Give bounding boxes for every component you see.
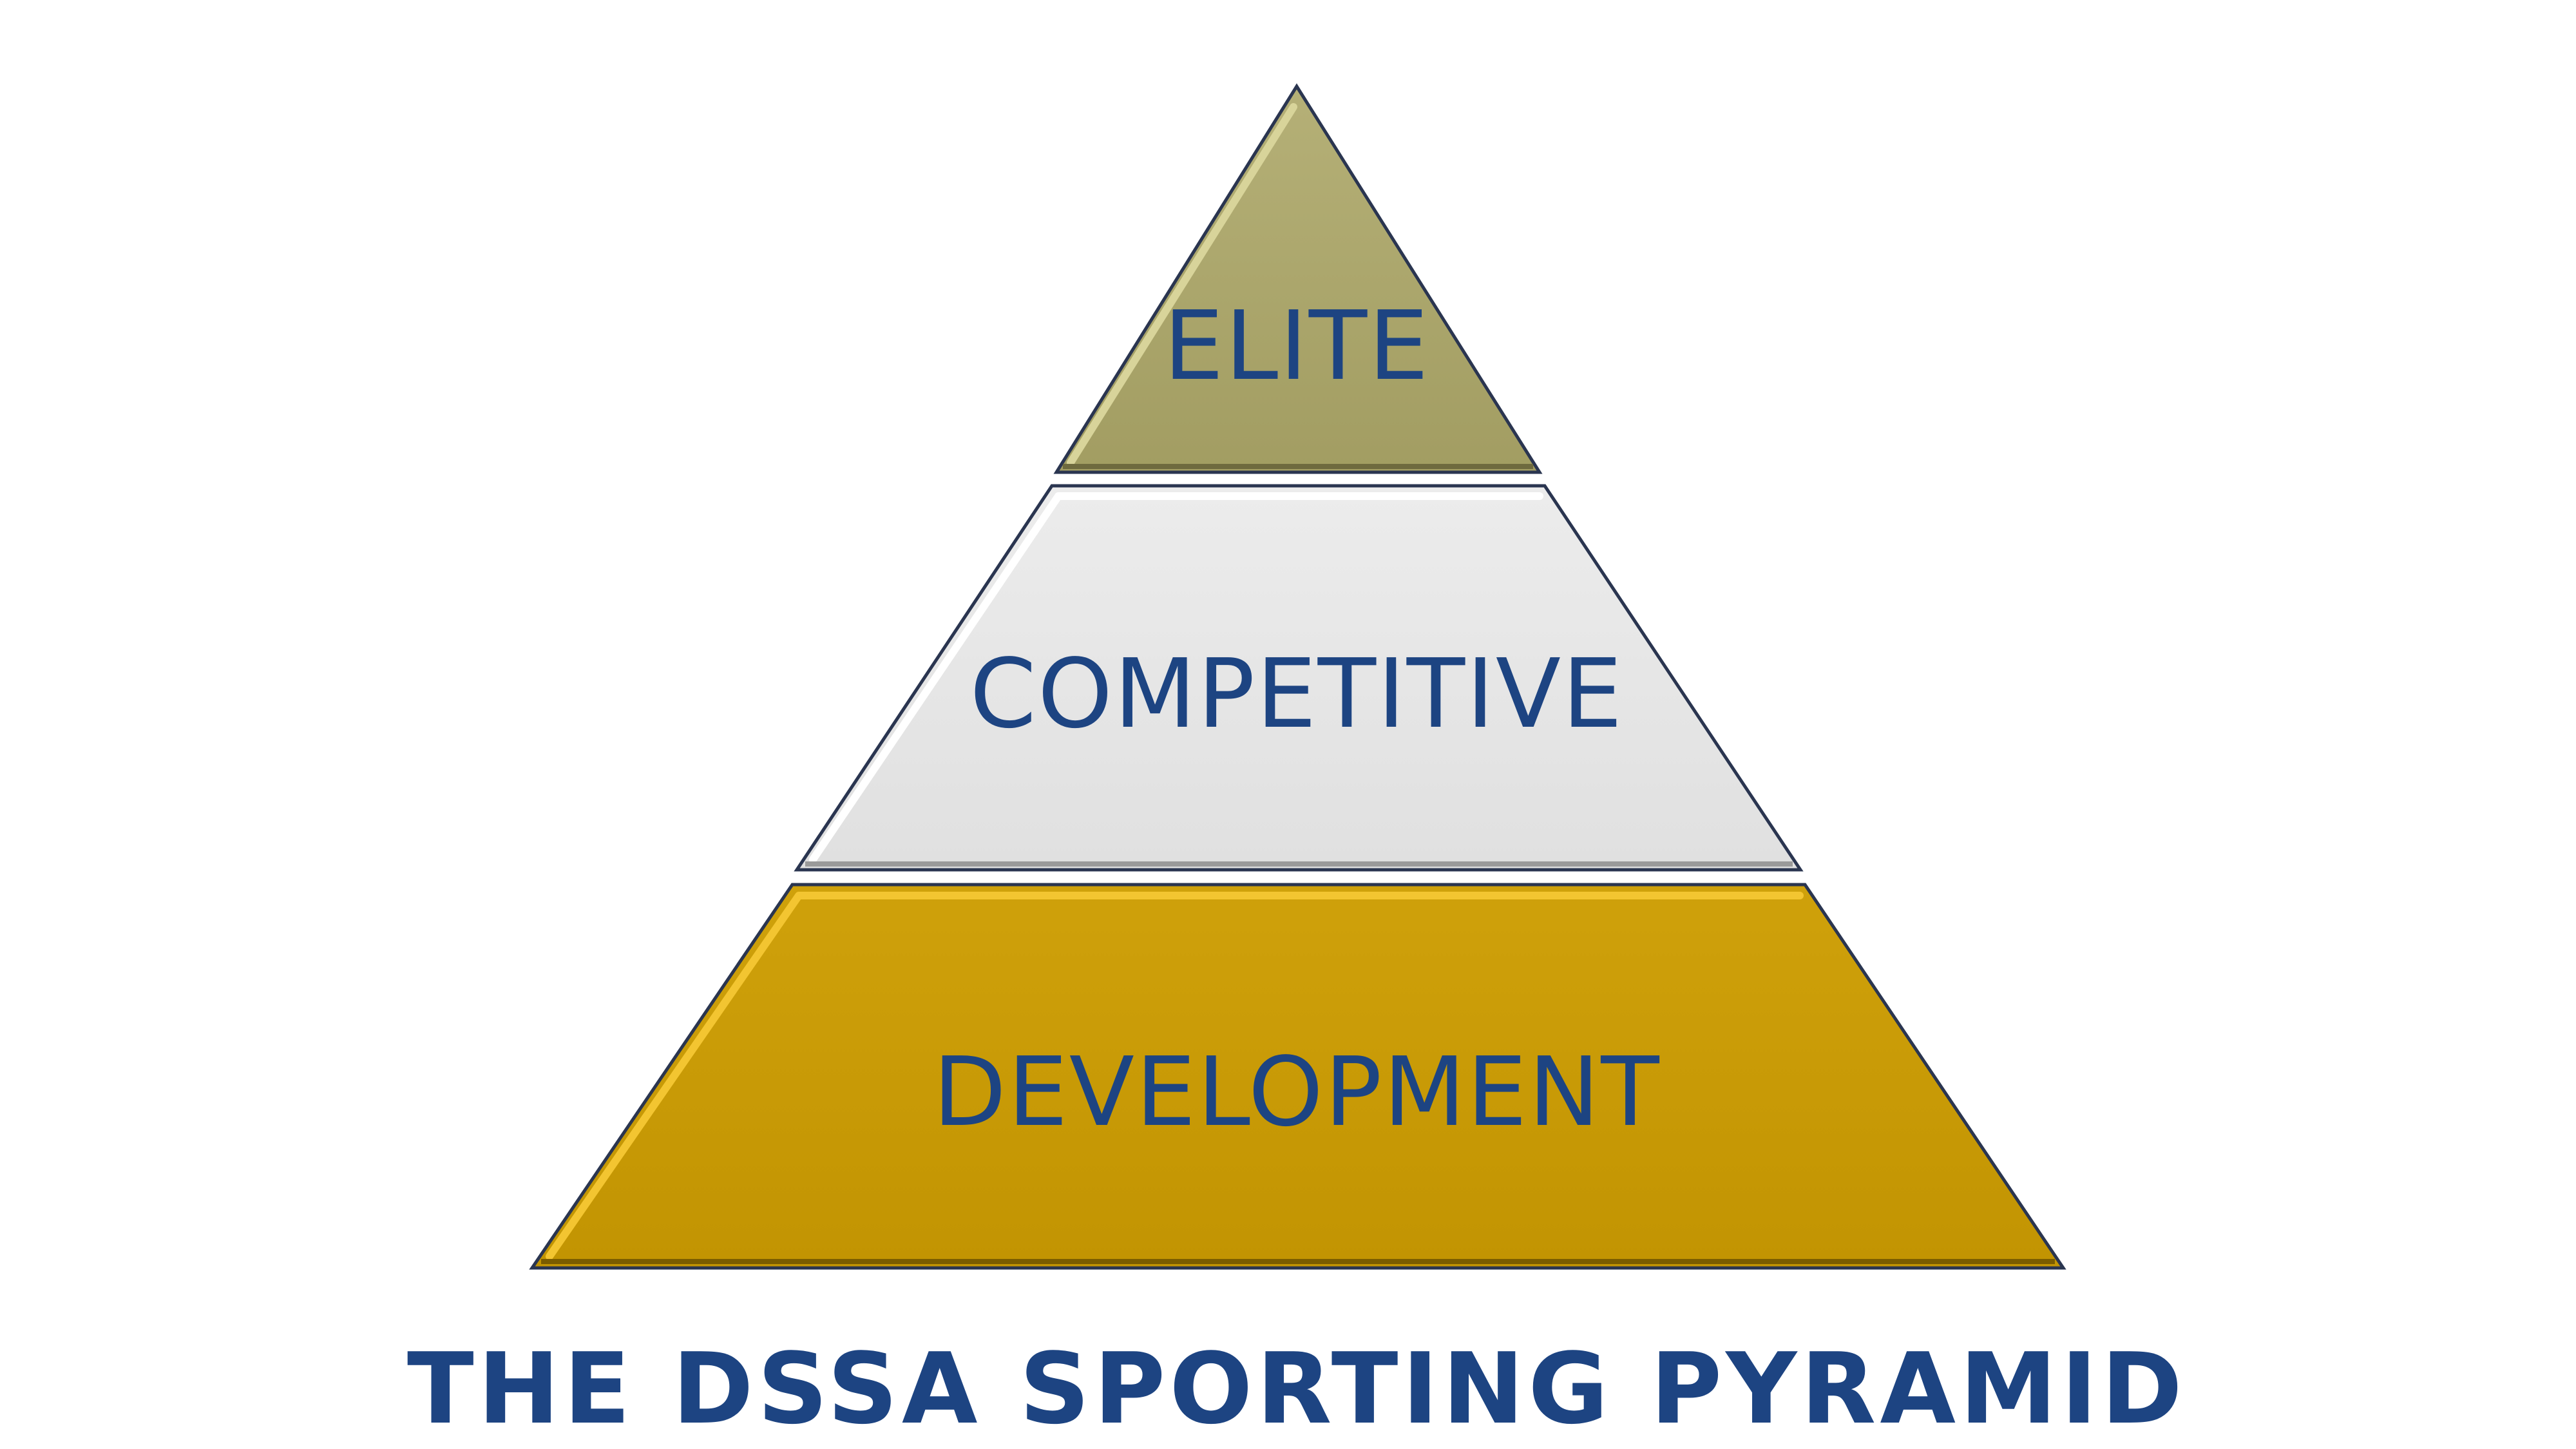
tier-competitive-bevel-highlight bbox=[809, 492, 1543, 863]
tier-development: DEVELOPMENT bbox=[529, 883, 2066, 1270]
tier-elite-label: ELITE bbox=[1163, 291, 1430, 401]
tier-competitive-shape bbox=[794, 484, 1804, 872]
tier-competitive-label: COMPETITIVE bbox=[969, 638, 1623, 749]
diagram-caption: THE DSSA SPORTING PYRAMID bbox=[407, 1332, 2186, 1446]
tier-development-shape bbox=[529, 883, 2066, 1270]
tier-elite-shape bbox=[1053, 83, 1543, 474]
tier-elite-bevel-highlight bbox=[1067, 103, 1297, 466]
tier-development-label: DEVELOPMENT bbox=[933, 1037, 1660, 1147]
tier-competitive: COMPETITIVE bbox=[794, 484, 1804, 872]
tier-elite: ELITE bbox=[1053, 83, 1543, 474]
tier-development-bevel-highlight bbox=[546, 892, 1804, 1260]
